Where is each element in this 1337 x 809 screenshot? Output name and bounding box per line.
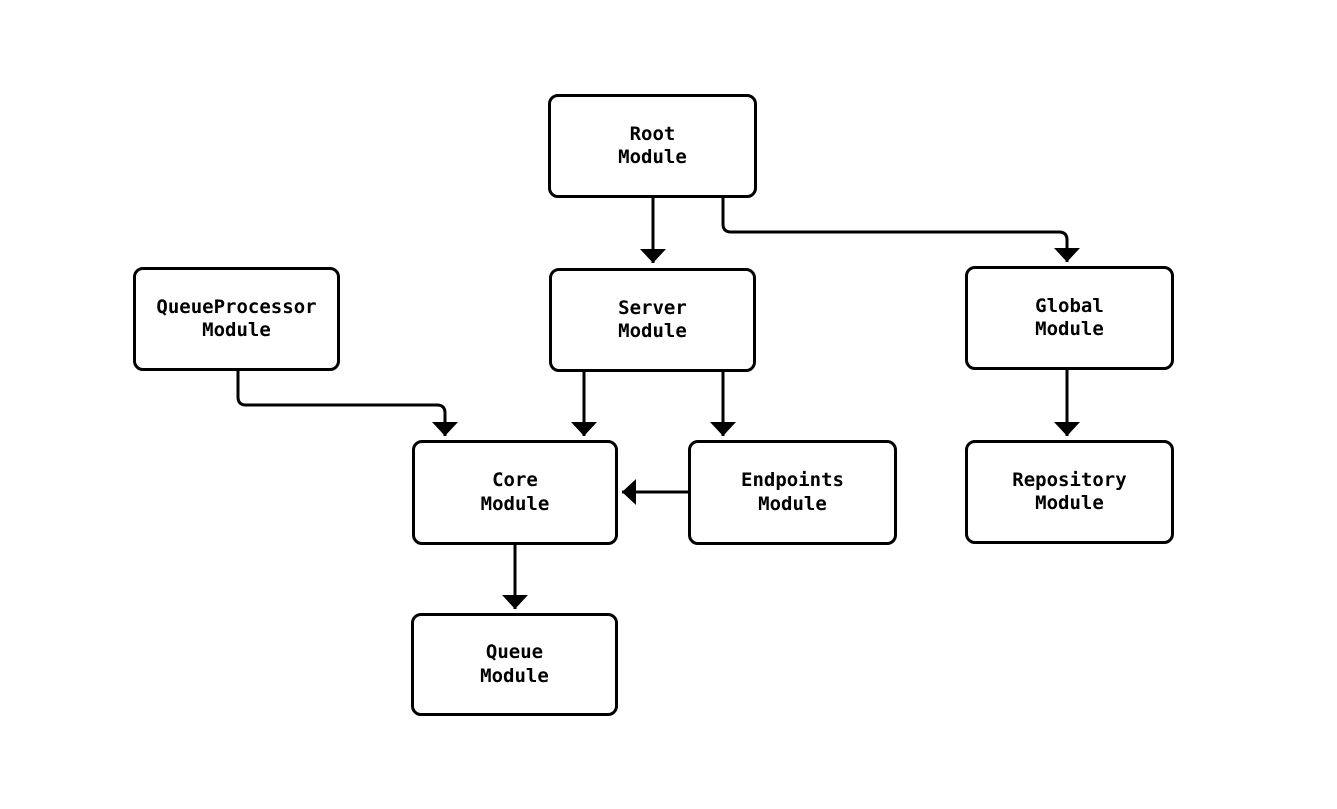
node-core-module: Core Module xyxy=(412,440,618,545)
node-root-module: Root Module xyxy=(548,94,757,198)
node-endpoints-module: Endpoints Module xyxy=(688,440,897,545)
node-global-module: Global Module xyxy=(965,266,1174,370)
edge-queueprocessor-to-core xyxy=(236,371,458,436)
node-queue-module: Queue Module xyxy=(411,613,618,716)
node-queueprocessor-module: QueueProcessor Module xyxy=(133,267,340,371)
edge-root-to-global xyxy=(721,198,1080,262)
node-server-module: Server Module xyxy=(549,268,756,372)
node-repository-module: Repository Module xyxy=(965,440,1174,544)
